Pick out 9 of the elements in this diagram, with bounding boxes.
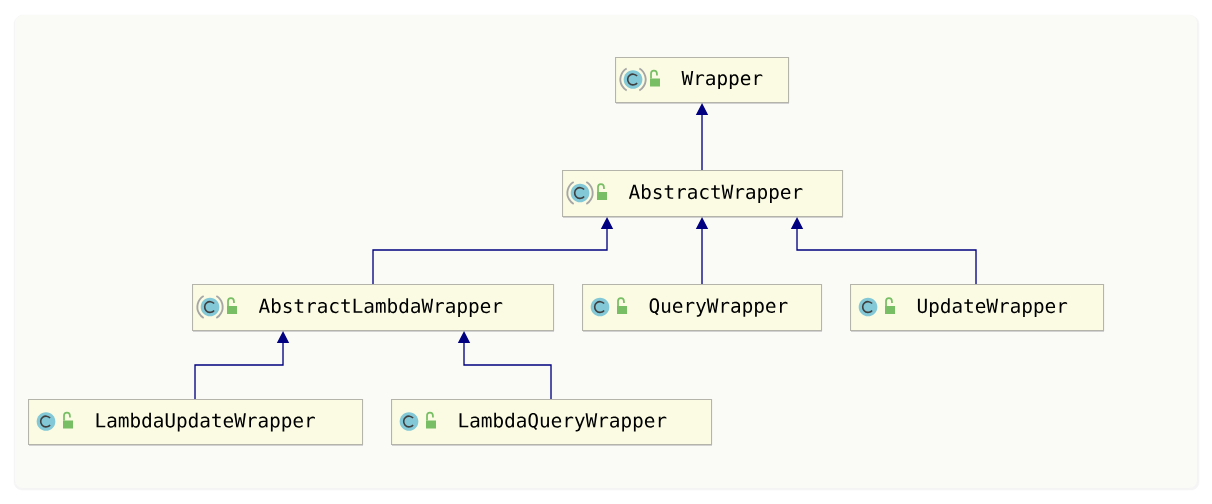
- arrow: [457, 331, 552, 400]
- class-box: QueryWrapper: [582, 284, 823, 332]
- class-box: LambdaUpdateWrapper: [28, 399, 364, 446]
- arrow: [790, 217, 977, 285]
- class-box: AbstractLambdaWrapper: [192, 284, 555, 332]
- class-box: LambdaQueryWrapper: [391, 399, 713, 446]
- class-box: Wrapper: [615, 57, 790, 104]
- class-box: AbstractWrapper: [562, 170, 844, 218]
- class-box: UpdateWrapper: [850, 284, 1105, 332]
